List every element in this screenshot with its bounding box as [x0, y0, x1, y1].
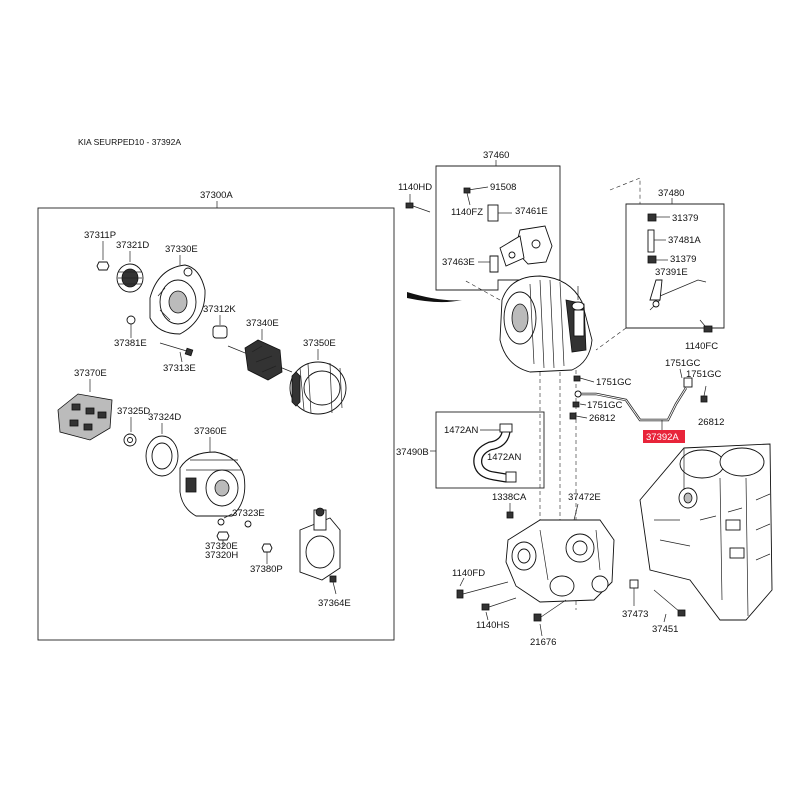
label-37330E[interactable]: 37330E	[165, 244, 198, 255]
label-37473[interactable]: 37473	[622, 609, 648, 620]
label-1140FC[interactable]: 1140FC	[685, 341, 718, 352]
through-bolt-part	[159, 342, 194, 357]
label-1140FD[interactable]: 1140FD	[452, 568, 485, 579]
bracket-37463E-part	[489, 255, 499, 273]
label-37480[interactable]: 37480	[658, 188, 684, 199]
label-1751GC-a[interactable]: 1751GC	[665, 358, 701, 369]
label-37472E[interactable]: 37472E	[568, 492, 601, 503]
vacuum-pipe-box	[625, 203, 725, 329]
spacer-37473-part	[629, 579, 639, 606]
mount-bracket-37472E-part	[505, 519, 615, 603]
engine-block-part	[639, 443, 773, 621]
label-21676[interactable]: 21676	[530, 637, 556, 648]
label-31379-b[interactable]: 31379	[670, 254, 696, 265]
bolt-1140FD-part	[456, 581, 509, 599]
alternator-part	[499, 275, 593, 373]
label-37392A[interactable]: 37392A	[646, 432, 679, 443]
banjo-bolt-part	[683, 377, 693, 388]
label-37451[interactable]: 37451	[652, 624, 678, 635]
label-37391E[interactable]: 37391E	[655, 267, 688, 278]
label-37312K[interactable]: 37312K	[203, 304, 236, 315]
clip-31379-part	[647, 213, 657, 222]
label-31379-a[interactable]: 31379	[672, 213, 698, 224]
label-37320H[interactable]: 37320H	[205, 550, 238, 561]
highlight-badge-37392A[interactable]	[643, 430, 685, 443]
label-37481A[interactable]: 37481A	[668, 235, 701, 246]
label-37463E[interactable]: 37463E	[442, 257, 475, 268]
label-1751GC-c[interactable]: 1751GC	[596, 377, 632, 388]
rectifier-part	[57, 393, 113, 441]
oil-pipe-37392A-group: 1751GC 1751GC 26812 1751GC 1751GC 26812 …	[569, 358, 724, 443]
bolt-21676-part	[533, 599, 567, 622]
vacuum-pipe-group: 37480 31379 37481A 31379 37391E 1140FC	[595, 177, 725, 352]
label-26812-b[interactable]: 26812	[698, 417, 724, 428]
pulley-part	[116, 263, 144, 293]
nut-part	[96, 261, 110, 271]
label-37350E[interactable]: 37350E	[303, 338, 336, 349]
vacuum-hose-part	[473, 423, 517, 483]
label-37325D[interactable]: 37325D	[117, 406, 150, 417]
label-37360E[interactable]: 37360E	[194, 426, 227, 437]
label-1140HD[interactable]: 1140HD	[398, 182, 432, 193]
label-37323E[interactable]: 37323E	[232, 508, 265, 519]
label-91508[interactable]: 91508	[490, 182, 516, 193]
stud-part	[487, 204, 499, 222]
label-37320E[interactable]: 37320E	[205, 541, 238, 552]
mount-bracket-group: 1338CA 37472E 1140FD 1140HS	[452, 492, 686, 648]
bearing-part	[212, 325, 228, 339]
label-37340E[interactable]: 37340E	[246, 318, 279, 329]
hose-37481A-part	[647, 229, 655, 253]
label-37300A[interactable]: 37300A	[200, 190, 233, 201]
label-1751GC-b[interactable]: 1751GC	[686, 369, 722, 380]
label-1472AN-b[interactable]: 1472AN	[487, 452, 521, 463]
label-37490B[interactable]: 37490B	[396, 447, 429, 458]
label-1751GC-d[interactable]: 1751GC	[587, 400, 623, 411]
pipe-37391E-part	[649, 279, 707, 311]
rear-bracket-part	[179, 451, 246, 517]
bracket-37461E-part	[499, 225, 553, 267]
label-37370E[interactable]: 37370E	[74, 368, 107, 379]
label-1338CA[interactable]: 1338CA	[492, 492, 527, 503]
label-26812-a[interactable]: 26812	[589, 413, 615, 424]
bolt-37451-part	[653, 589, 686, 617]
label-1140FZ[interactable]: 1140FZ	[451, 207, 483, 218]
label-37381E[interactable]: 37381E	[114, 338, 147, 349]
label-37321D[interactable]: 37321D	[116, 240, 149, 251]
label-37364E[interactable]: 37364E	[318, 598, 351, 609]
bolt-1140HS-part	[481, 597, 517, 611]
alternator-assembly-box	[37, 207, 395, 641]
stator-part	[289, 361, 347, 415]
diagram-title: KIA SEURPED10 - 37392A	[78, 137, 181, 147]
vacuum-pump-part	[299, 507, 341, 581]
large-ring-part	[145, 435, 179, 477]
oil-pipe-37392A-part	[574, 387, 688, 422]
label-37460[interactable]: 37460	[483, 150, 509, 161]
label-1472AN-a[interactable]: 1472AN	[444, 425, 478, 436]
label-37461E[interactable]: 37461E	[515, 206, 548, 217]
hose-group: 37490B 1472AN 1472AN	[396, 411, 545, 489]
bolt-1140HD-part	[405, 202, 431, 213]
front-bracket-part	[149, 264, 206, 335]
alternator-assembly-group: 37300A 37311P 37321D 37330E 37381E	[37, 190, 395, 641]
bracket-assembly-box	[435, 165, 561, 291]
label-37380P[interactable]: 37380P	[250, 564, 283, 575]
bracket-assembly-group: 37460 1140HD 91508 1140FZ 37461E 37463E	[398, 150, 561, 291]
exploded-view-arrow	[407, 292, 462, 303]
label-1140HS[interactable]: 1140HS	[476, 620, 510, 631]
washer-part	[126, 315, 136, 325]
label-37324D[interactable]: 37324D	[148, 412, 181, 423]
regulator-nut-part	[216, 531, 230, 541]
label-37313E[interactable]: 37313E	[163, 363, 196, 374]
terminal-nut-part	[261, 543, 273, 553]
label-37311P[interactable]: 37311P	[84, 230, 116, 241]
rotor-part	[227, 339, 293, 381]
hose-box	[435, 411, 545, 489]
